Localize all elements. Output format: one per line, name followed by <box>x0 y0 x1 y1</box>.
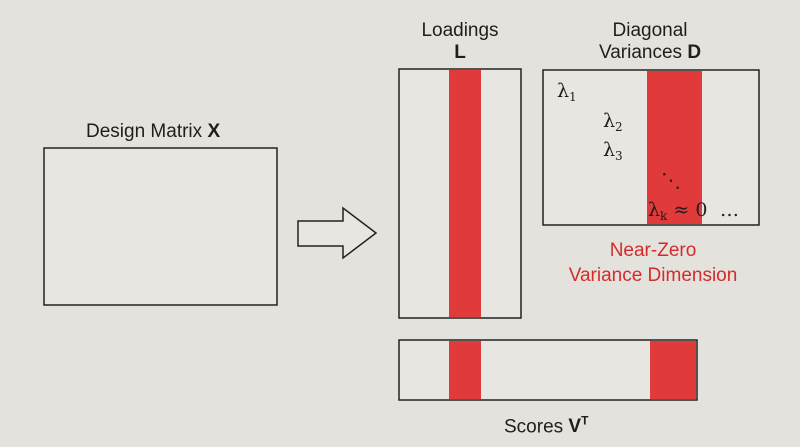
scores-label: Scores VT <box>504 410 588 438</box>
diagonal-dots: ⋱ <box>661 168 681 192</box>
scores-box <box>398 339 698 401</box>
variances-label: Diagonal Variances D <box>560 20 740 64</box>
loadings-label: Loadings L <box>400 20 520 64</box>
loadings-symbol: L <box>454 42 466 63</box>
lambda-3: λ3 <box>603 139 623 163</box>
near-zero-note: Near-Zero Variance Dimension <box>548 238 758 288</box>
right-arrow-icon <box>297 206 378 260</box>
scores-text: Scores <box>504 416 564 438</box>
scores-highlight-left <box>449 341 481 399</box>
design-matrix-text: Design Matrix <box>86 121 203 142</box>
variances-symbol: D <box>687 42 702 63</box>
scores-highlight-right <box>650 341 696 399</box>
near-zero-line1: Near-Zero <box>609 240 697 261</box>
variances-highlight-column <box>647 71 702 224</box>
trailing-ellipsis: … <box>720 199 739 221</box>
near-zero-line2: Variance Dimension <box>568 265 738 286</box>
design-matrix-box <box>43 147 278 306</box>
lambda-1: λ1 <box>557 80 577 104</box>
design-matrix-symbol: X <box>207 121 221 142</box>
lambda-2: λ2 <box>603 110 623 134</box>
loadings-highlight-column <box>449 70 481 317</box>
variances-text-line2: Variances <box>598 42 683 63</box>
design-matrix-label: Design Matrix X <box>86 121 220 143</box>
loadings-text: Loadings <box>421 20 499 41</box>
lambda-k: λk ≈ 0 <box>648 199 708 223</box>
variances-text-line1: Diagonal <box>612 20 688 41</box>
scores-symbol: VT <box>568 414 589 438</box>
